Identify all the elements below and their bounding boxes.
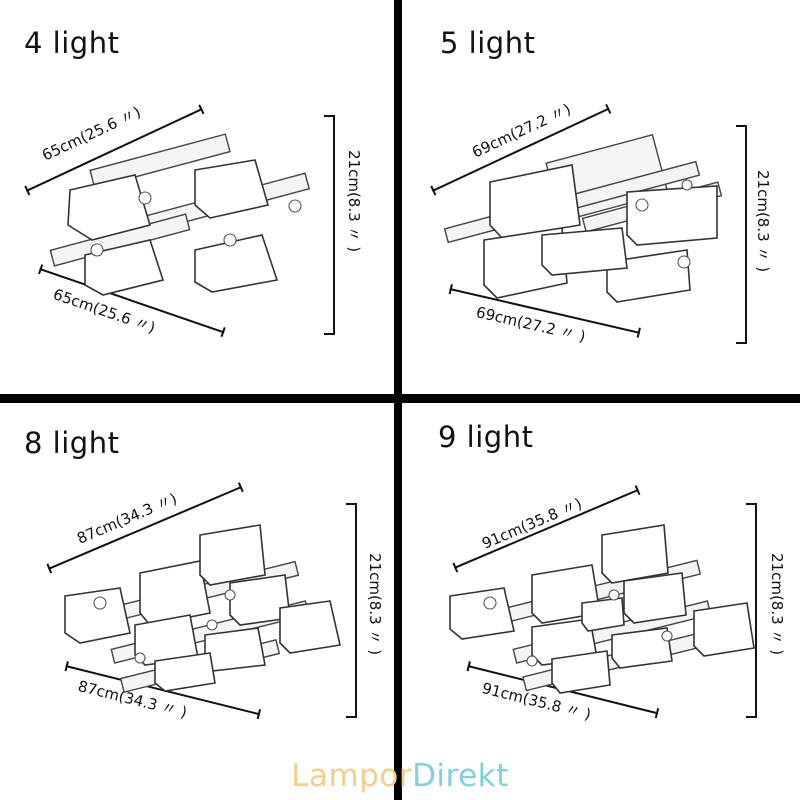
height-dimension-line	[736, 125, 747, 344]
lamp-drawing-9-light	[449, 524, 755, 694]
panel-title: 4 light	[24, 26, 120, 60]
lamp-drawing-4-light	[49, 133, 311, 296]
brand-watermark: LamporDirekt	[0, 758, 800, 794]
lamp-drawing-8-light	[64, 524, 341, 693]
height-dimension-line	[346, 503, 357, 718]
watermark-part-direkt: Direkt	[412, 758, 509, 794]
panel-4-light: 4 light 65cm(25.6 〃) 65cm(25.6 〃) 21cm(8…	[0, 0, 394, 394]
panel-title: 9 light	[438, 420, 534, 454]
watermark-part-lampor: Lampor	[291, 758, 413, 794]
panel-5-light: 5 light 69cm(27.2 〃) 69cm(27.2 〃 ) 21cm(…	[402, 0, 800, 394]
height-dimension-line	[324, 115, 335, 335]
panel-8-light: 8 light 87cm(34.3 〃) 87cm(34.3 〃 ) 21cm(…	[0, 403, 394, 800]
panel-title: 5 light	[440, 26, 536, 60]
panel-9-light: 9 light 91cm(35.8 〃) 91cm(35.8 〃 ) 21cm(…	[402, 403, 800, 800]
panel-title: 8 light	[24, 426, 120, 460]
lamp-drawing-5-light	[443, 133, 723, 303]
height-dimension-line	[746, 503, 757, 718]
